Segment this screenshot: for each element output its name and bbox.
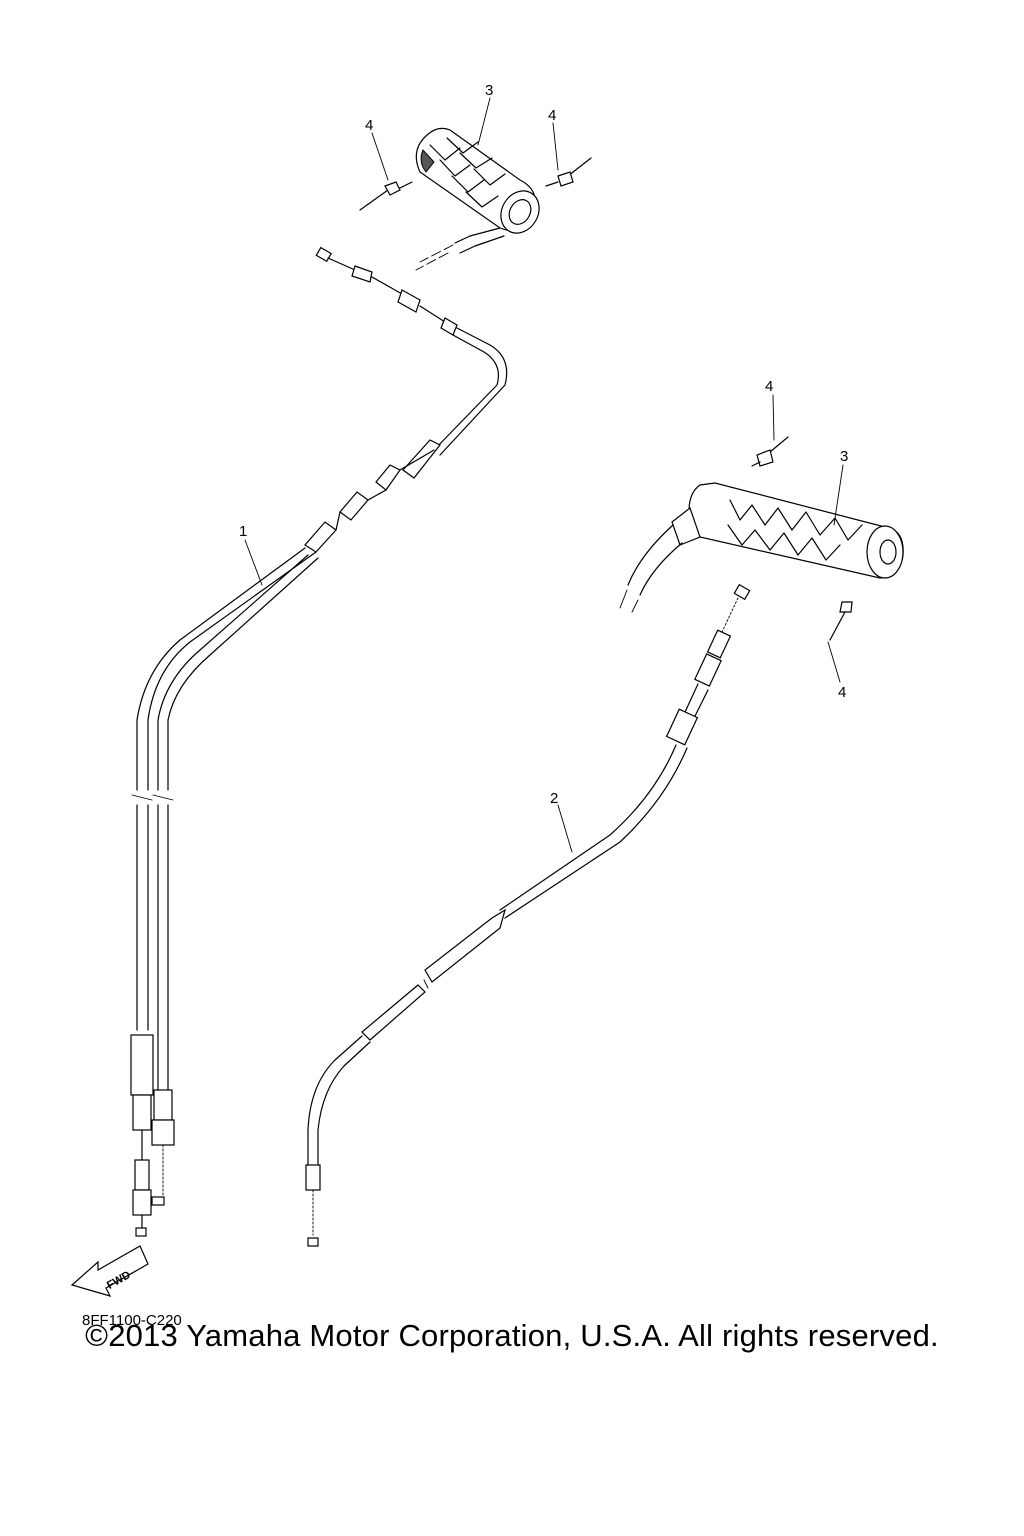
callout-rivet-top-right: 4 — [548, 107, 556, 124]
fwd-arrow: FWD — [70, 1245, 149, 1297]
callout-cable-2: 2 — [550, 790, 558, 807]
rivet-mid-right-top — [751, 436, 789, 467]
callout-rivet-mid-right-top: 4 — [765, 378, 773, 395]
cable-1 — [130, 246, 508, 1237]
rivet-top-left — [359, 181, 413, 211]
rivet-top-right — [545, 157, 592, 187]
part-code: 8FF1100-C220 — [82, 1312, 182, 1329]
cable-2 — [305, 583, 751, 1247]
left-grip — [415, 127, 540, 271]
callout-grip-right: 3 — [840, 448, 848, 465]
rivet-mid-right-bottom — [829, 601, 853, 641]
callout-rivet-mid-right-bottom: 4 — [838, 684, 846, 701]
callout-cable-1: 1 — [239, 523, 247, 540]
copyright-notice: ©2013 Yamaha Motor Corporation, U.S.A. A… — [85, 1318, 939, 1353]
callout-grip-left: 3 — [485, 82, 493, 99]
callout-rivet-top-left: 4 — [365, 117, 373, 134]
right-grip — [619, 482, 904, 613]
